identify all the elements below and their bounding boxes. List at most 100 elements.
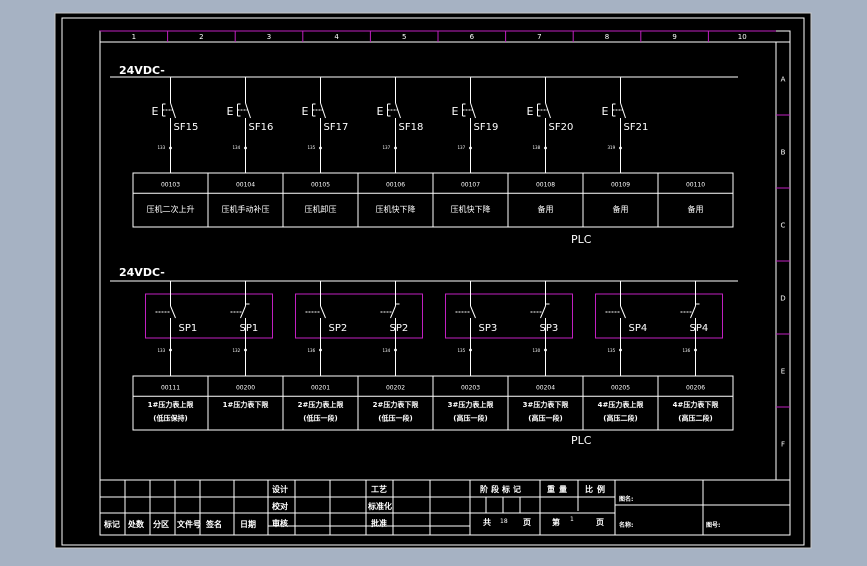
title-block: 标记 处数 分区 文件号 签名 日期 设计 校对 审核 工艺 标准化 批准 阶段… xyxy=(100,479,790,535)
input-function-note: (高压二段) xyxy=(603,414,637,423)
input-function: 备用 xyxy=(688,204,704,214)
switch-actuator-label: E xyxy=(377,105,384,118)
wire-number: 319 xyxy=(608,145,616,150)
column-number: 3 xyxy=(267,33,271,41)
wire-number: 133 xyxy=(158,348,166,353)
drawing-labels: 图名: 名称: 图号: xyxy=(619,495,720,529)
input-function: 4#压力表下限 xyxy=(673,400,720,409)
switch-actuator-label: E xyxy=(602,105,609,118)
header-mark: 标记 xyxy=(103,519,120,529)
plc-address: 00202 xyxy=(386,385,405,392)
circuit2-supply-label: 24VDC- xyxy=(119,266,165,279)
plc-address: 00110 xyxy=(686,182,705,189)
process-labels: 工艺 标准化 批准 xyxy=(367,484,392,528)
circuit1-switches: ESF15133ESF16134ESF17135ESF18137ESF19137… xyxy=(152,77,649,173)
plc-address: 00203 xyxy=(461,385,480,392)
pressure-switch-group-box xyxy=(445,293,573,339)
header-signature: 签名 xyxy=(205,519,222,529)
role-review: 审核 xyxy=(272,518,288,528)
switch-name: SF21 xyxy=(624,122,649,133)
wire-number: 138 xyxy=(533,145,541,150)
switch-name: SP4 xyxy=(690,323,709,334)
wire-number: 134 xyxy=(233,145,241,150)
wire-number: 136 xyxy=(308,348,316,353)
input-function: 3#压力表下限 xyxy=(523,400,570,409)
sheet-no-unit: 页 xyxy=(596,518,604,527)
input-function-note: (低压一段) xyxy=(303,414,337,423)
weight-header: 重量 xyxy=(547,484,571,494)
column-number: 1 xyxy=(132,33,136,41)
input-function: 1#压力表下限 xyxy=(223,400,270,409)
input-function: 备用 xyxy=(538,204,554,214)
plc-address: 00103 xyxy=(161,182,180,189)
wire-number: 134 xyxy=(383,348,391,353)
plc-address: 00206 xyxy=(686,385,705,392)
column-number: 6 xyxy=(470,33,475,41)
wire-number: 133 xyxy=(158,145,166,150)
pressure-switch-group-box xyxy=(145,293,273,339)
switch-name: SP1 xyxy=(240,323,259,334)
plc-address: 00106 xyxy=(386,182,405,189)
header-file-no: 文件号 xyxy=(177,519,201,529)
header-date: 日期 xyxy=(240,519,256,529)
bottom-header-row: 标记 处数 分区 文件号 签名 日期 xyxy=(103,519,256,529)
row-letter: D xyxy=(780,295,785,303)
switch-name: SP4 xyxy=(629,323,648,334)
column-number: 7 xyxy=(537,33,541,41)
sheet-no-prefix: 第 xyxy=(552,517,560,527)
input-function-note: (高压一段) xyxy=(453,414,487,423)
switch-name: SF16 xyxy=(249,122,274,133)
plc-address: 00109 xyxy=(611,182,630,189)
wire-number: 135 xyxy=(608,348,616,353)
row-letter: C xyxy=(781,222,786,230)
input-function: 压机卸压 xyxy=(305,204,337,214)
input-function: 2#压力表上限 xyxy=(298,400,345,409)
input-function: 3#压力表上限 xyxy=(448,400,495,409)
circuit1-plc-label: PLC xyxy=(571,233,592,246)
role-check: 校对 xyxy=(272,501,288,511)
outer-frame xyxy=(61,17,805,546)
wire-number: 136 xyxy=(683,348,691,353)
plc-address: 00108 xyxy=(536,182,555,189)
plc-address: 00107 xyxy=(461,182,480,189)
switch-actuator-label: E xyxy=(452,105,459,118)
circuit1-supply-label: 24VDC- xyxy=(119,64,165,77)
input-function: 压机快下降 xyxy=(451,204,491,214)
input-function-note: (低压保持) xyxy=(153,414,187,423)
scale-header: 比例 xyxy=(585,484,609,494)
row-letter: A xyxy=(781,76,786,84)
column-number: 5 xyxy=(402,33,406,41)
drawing-name-label: 图名: xyxy=(619,495,633,503)
wire-number: 132 xyxy=(233,348,241,353)
switch-name: SP3 xyxy=(479,323,498,334)
process-standard: 标准化 xyxy=(367,501,392,511)
circuit2-plc-label: PLC xyxy=(571,434,592,447)
input-function: 备用 xyxy=(613,204,629,214)
switch-name: SF20 xyxy=(549,122,574,133)
column-number: 8 xyxy=(605,33,609,41)
circuit-2-pressure-inputs: 24VDC- SP1133SP1132SP2136SP2134SP3135SP3… xyxy=(110,266,738,447)
wire-number: 135 xyxy=(458,348,466,353)
plc-address: 00205 xyxy=(611,385,630,392)
row-letter: B xyxy=(781,149,786,157)
input-function-note: (高压一段) xyxy=(528,414,562,423)
sheet-info: 共 18 页 第 1 页 xyxy=(483,516,604,527)
input-function: 1#压力表上限 xyxy=(148,400,195,409)
input-function-note: (低压一段) xyxy=(378,414,412,423)
wire-number: 137 xyxy=(383,145,391,150)
row-letter: F xyxy=(781,441,785,449)
sheet-total-unit: 页 xyxy=(523,518,531,527)
switch-actuator-label: E xyxy=(152,105,159,118)
role-labels: 设计 校对 审核 xyxy=(272,484,288,528)
switch-name: SF17 xyxy=(324,122,349,133)
plc-address: 00200 xyxy=(236,385,255,392)
sheet-no: 1 xyxy=(570,516,574,523)
switch-actuator-label: E xyxy=(227,105,234,118)
circuit-1-switch-inputs: 24VDC- ESF15133ESF16134ESF17135ESF18137E… xyxy=(110,64,738,246)
plc-address: 00111 xyxy=(161,385,180,392)
plc-address: 00105 xyxy=(311,182,330,189)
role-design: 设计 xyxy=(272,484,288,494)
